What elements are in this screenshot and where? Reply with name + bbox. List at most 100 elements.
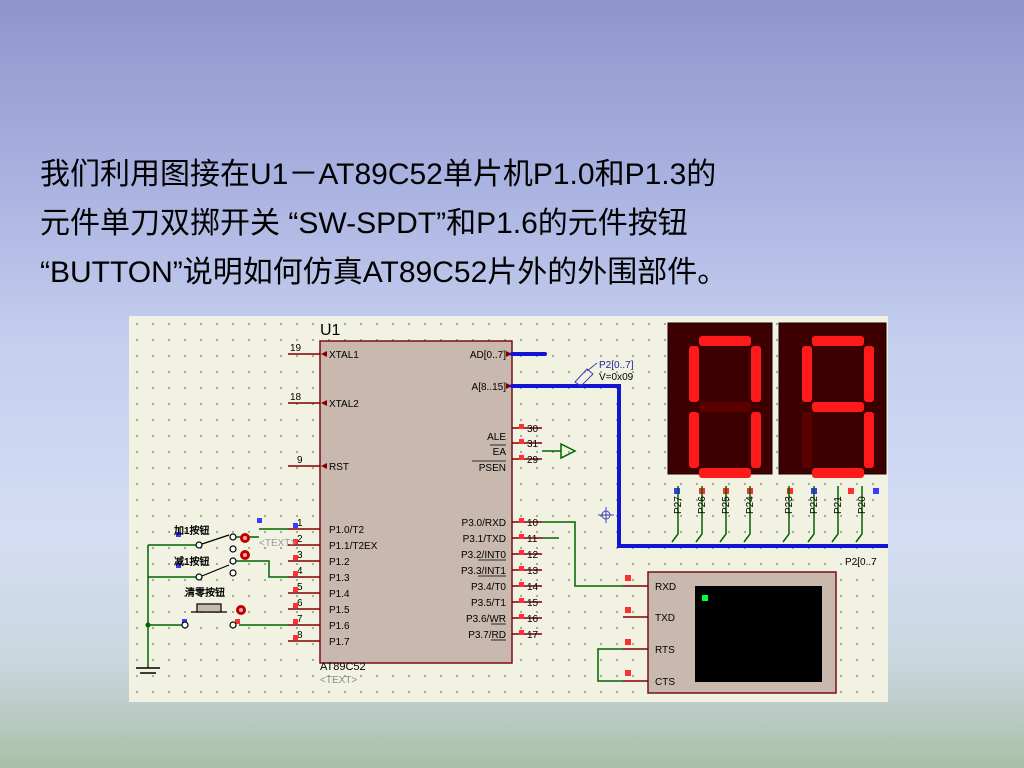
- pin-number: 9: [297, 455, 303, 466]
- bus-probe-icon: [574, 362, 598, 387]
- uart-wires: [542, 521, 623, 682]
- display-pin-label: P24: [745, 496, 756, 514]
- ea-probe-arrow: [542, 442, 577, 460]
- u1-part-label: AT89C52: [320, 661, 366, 673]
- pin-number: 2: [297, 534, 303, 545]
- display-pin-label: P26: [697, 496, 708, 514]
- segment-a: [812, 336, 864, 346]
- segment-c: [751, 412, 761, 468]
- pin-number: 10: [527, 518, 539, 529]
- segment-group-digit-2: [802, 336, 874, 478]
- u1-right-pin-stubs: [512, 427, 542, 635]
- terminal-pin-stubs: [623, 585, 648, 682]
- u1-ref-label: U1: [320, 322, 341, 339]
- crosshair-marker: [598, 507, 614, 523]
- junction-dot: [145, 622, 151, 628]
- p2-bus: [510, 352, 888, 548]
- switch-actuator-icons[interactable]: [236, 533, 250, 615]
- pin-number: 13: [527, 566, 539, 577]
- pin-name: P1.4: [329, 589, 350, 600]
- switch-label: 清零按钮: [185, 586, 225, 599]
- display-pin-label: P25: [721, 496, 732, 514]
- pin-number: 19: [290, 343, 302, 354]
- segment-a: [699, 336, 751, 346]
- display-pin-label: P23: [784, 496, 795, 514]
- pin-number: 12: [527, 550, 539, 561]
- bus-taps: [671, 486, 863, 543]
- pin-name: XTAL2: [329, 399, 359, 410]
- segment-d: [699, 468, 751, 478]
- pin-number: 31: [527, 439, 539, 450]
- proteus-schematic: U1 AT89C52 <TEXT> 19 18 9 1: [129, 316, 888, 702]
- u1-chip-body: [319, 340, 513, 664]
- pin-number: 6: [297, 598, 303, 609]
- u1-text-placeholder: <TEXT>: [320, 675, 357, 686]
- slide-text-line: “BUTTON”说明如何仿真AT89C52片外的外围部件。: [40, 256, 728, 289]
- bus-probe-name: P2[0..7]: [599, 360, 634, 371]
- pin-state-markers: [235, 424, 854, 676]
- pin-name: EA: [493, 447, 507, 458]
- pin-number: 14: [527, 582, 539, 593]
- pin-name: P1.5: [329, 605, 350, 616]
- overbars: [478, 559, 506, 641]
- u1-left-pin-arrows: [321, 351, 327, 469]
- slide-text-line: 我们利用图接在U1－AT89C52单片机P1.0和P1.3的: [40, 158, 717, 191]
- pin-name: P3.6/WR: [466, 614, 506, 625]
- pin-number: 11: [527, 534, 538, 545]
- pin-name: P1.6: [329, 621, 350, 632]
- pin-name: RST: [329, 462, 349, 473]
- pin-number: 30: [527, 424, 539, 435]
- pin-number: 5: [297, 582, 303, 593]
- pin-name: PSEN: [479, 463, 506, 474]
- switch-label: 减1按钮: [174, 555, 210, 568]
- segment-g: [699, 402, 751, 412]
- pin-name: P1.2: [329, 557, 350, 568]
- display-pin-label: P20: [857, 496, 868, 514]
- slide-text-block: 我们利用图接在U1－AT89C52单片机P1.0和P1.3的 元件单刀双掷开关 …: [40, 150, 1000, 297]
- segment-b: [751, 346, 761, 402]
- pin-number: 18: [290, 392, 302, 403]
- pin-number: 15: [527, 598, 539, 609]
- schematic-canvas: U1 AT89C52 <TEXT> 19 18 9 1: [136, 322, 888, 694]
- terminal-screen: [695, 586, 822, 682]
- spdt-switch-2[interactable]: [195, 557, 237, 581]
- overbars: [472, 444, 506, 462]
- pin-name: P3.0/RXD: [462, 518, 506, 529]
- switch-wires: [147, 528, 288, 668]
- pin-number: 16: [527, 614, 539, 625]
- pin-number: 3: [297, 550, 303, 561]
- pin-name: P1.1/T2EX: [329, 541, 378, 552]
- segment-g: [812, 402, 864, 412]
- spdt-switch-1[interactable]: [195, 533, 237, 553]
- pin-name: P1.0/T2: [329, 525, 364, 536]
- pin-number: 29: [527, 455, 539, 466]
- terminal-pin-label: TXD: [655, 613, 675, 624]
- terminal-pin-label: RXD: [655, 582, 676, 593]
- u1-bus-arrows: [506, 351, 512, 389]
- segment-group-digit-1: [689, 336, 761, 478]
- pin-number: 17: [527, 630, 539, 641]
- segment-e: [802, 412, 812, 468]
- bus-probe-value: V=0x09: [599, 372, 634, 383]
- segment-c: [864, 412, 874, 468]
- display-pin-label: P27: [673, 496, 684, 514]
- slide-text-line: 元件单刀双掷开关 “SW-SPDT”和P1.6的元件按钮: [40, 207, 688, 240]
- segment-b: [864, 346, 874, 402]
- segment-f: [802, 346, 812, 402]
- pin-name: P3.5/T1: [471, 598, 506, 609]
- pin-name: P3.1/TXD: [463, 534, 506, 545]
- pin-name: P1.3: [329, 573, 350, 584]
- terminal-pin-label: RTS: [655, 645, 675, 656]
- push-button-switch[interactable]: [181, 603, 237, 629]
- pin-number: 7: [297, 614, 303, 625]
- display-pin-label: P22: [809, 496, 820, 514]
- pin-name: P3.2/INT0: [461, 550, 506, 561]
- pin-name: A[8..15]: [472, 382, 507, 393]
- switch-label: 加1按钮: [173, 524, 210, 537]
- segment-f: [689, 346, 699, 402]
- pin-name: P3.7/RD: [468, 630, 506, 641]
- switch-text-placeholder: <TEXT>: [259, 538, 296, 549]
- bus-label: P2[0..7: [845, 557, 877, 568]
- pin-name: P3.4/T0: [471, 582, 506, 593]
- pin-number: 8: [297, 630, 303, 641]
